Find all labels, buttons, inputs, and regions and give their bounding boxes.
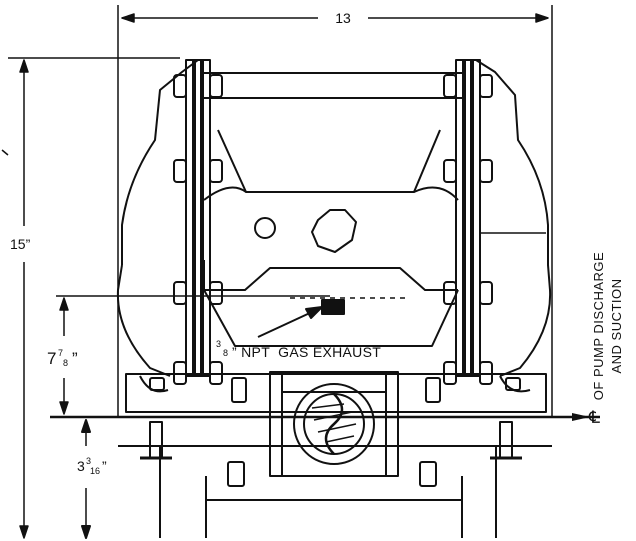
svg-text:3: 3 (86, 456, 91, 466)
svg-text:3: 3 (216, 339, 221, 349)
manifold-base (118, 371, 552, 538)
svg-text:7: 7 (47, 349, 56, 368)
pump-body (116, 59, 552, 377)
centerline-symbol: ℄ (588, 408, 600, 427)
svg-text:8: 8 (223, 348, 228, 358)
svg-text:”: ” (72, 349, 78, 368)
base-height-label: 3 3 16 ” (77, 456, 107, 476)
reference-lines (117, 68, 553, 416)
side-label: OF PUMP DISCHARGE AND SUCTION (591, 252, 624, 400)
width-label: 13 (335, 10, 351, 26)
left-clamp-band (185, 59, 211, 377)
exhaust-callout: 3 8 ” NPT GAS EXHAUST (216, 339, 381, 360)
svg-text:7: 7 (58, 348, 63, 358)
svg-text:16: 16 (90, 466, 100, 476)
right-clamp-band (455, 59, 481, 377)
side-label-line1: OF PUMP DISCHARGE (591, 252, 606, 400)
height-dimension (1, 57, 180, 539)
exhaust-leader (257, 306, 323, 338)
height-label: 15” (10, 236, 31, 252)
right-bolts (443, 74, 493, 385)
svg-text:8: 8 (63, 358, 68, 368)
width-dimension (117, 5, 553, 90)
center-height-label: 7 7 8 ” (47, 348, 78, 368)
side-label-line2: AND SUCTION (609, 278, 624, 373)
svg-text:” NPT GAS EXHAUST: ” NPT GAS EXHAUST (232, 344, 381, 360)
svg-text:”: ” (102, 458, 107, 474)
left-bolts (173, 74, 223, 385)
svg-text:3: 3 (77, 458, 85, 474)
